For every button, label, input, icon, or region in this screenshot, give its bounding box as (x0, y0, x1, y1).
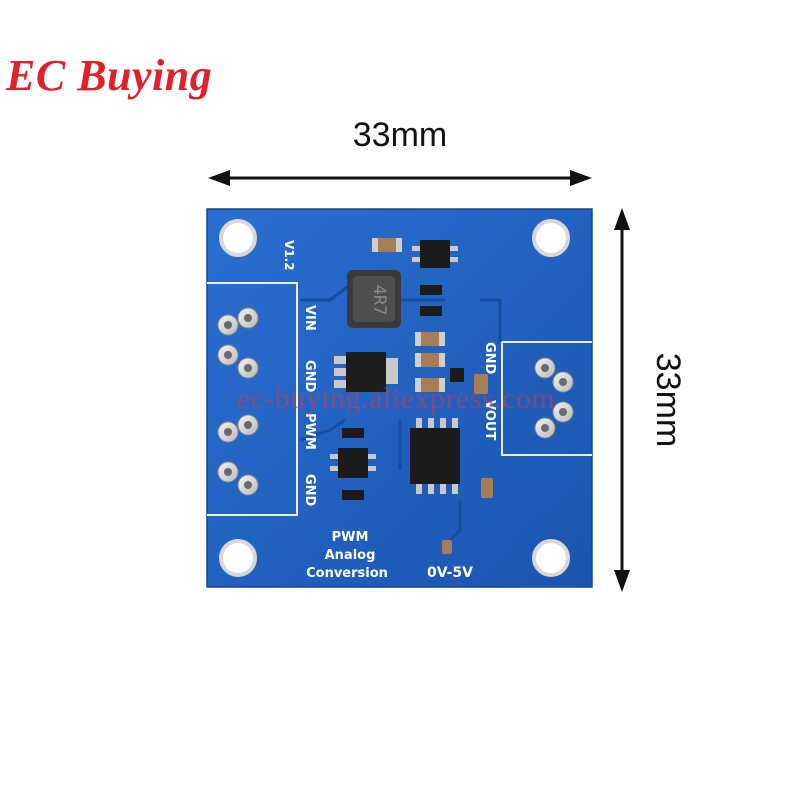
pin-label-gnd-2: GND (302, 474, 317, 507)
inductor-marking: 4R7 (369, 285, 389, 316)
pin-label-out-gnd: GND (482, 342, 497, 375)
width-dimension-label: 33mm (352, 116, 448, 154)
title-line-2: Analog (325, 548, 376, 563)
watermark: ec-buying.aliexpress.com (236, 382, 556, 415)
pin-label-gnd: GND (302, 360, 317, 393)
version-label: V1.2 (282, 240, 296, 271)
title-line-1: PWM (332, 530, 369, 545)
pin-label-vin: VIN (302, 305, 317, 331)
width-dimension-arrow (208, 170, 592, 186)
inductor: 4R7 (347, 270, 401, 328)
title-line-3: Conversion (306, 566, 388, 581)
mounting-hole (219, 219, 570, 577)
capacitor (372, 238, 493, 554)
input-terminal-block (207, 282, 298, 516)
output-terminal-block (501, 341, 592, 456)
height-dimension-arrow (614, 208, 630, 592)
transistor (330, 240, 464, 478)
regulator (334, 352, 398, 392)
brand-logo: EC Buying (6, 51, 213, 100)
op-amp (410, 418, 460, 494)
pcb-traces (299, 283, 502, 547)
pcb-board: 4R7 (206, 208, 593, 588)
resistor (342, 285, 442, 500)
output-range-label: 0V-5V (427, 565, 473, 581)
pin-label-pwm: PWM (302, 413, 317, 450)
pin-label-vout: VOUT (482, 400, 497, 440)
